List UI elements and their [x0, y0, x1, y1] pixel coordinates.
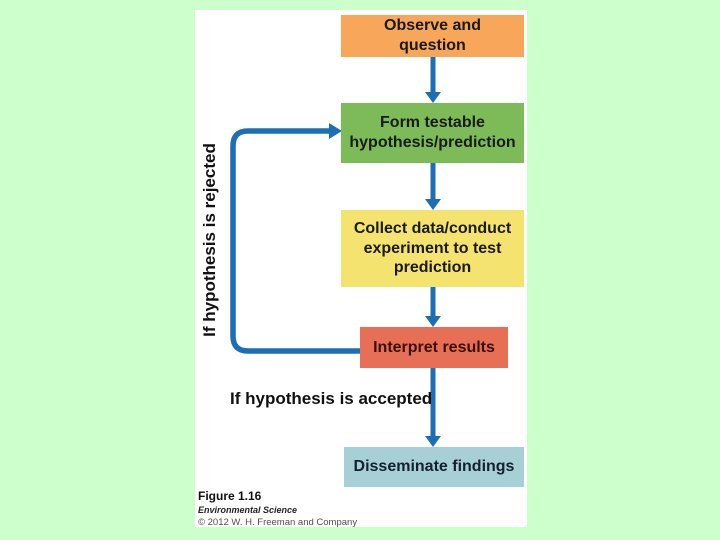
flow-node-form-hypothesis: Form testable hypothesis/prediction [341, 103, 524, 163]
label-hypothesis-accepted: If hypothesis is accepted [230, 389, 433, 408]
flow-node-collect-data: Collect data/conduct experiment to test … [341, 210, 524, 287]
figure-number: Figure 1.16 [198, 489, 262, 503]
flow-node-interpret-results: Interpret results [360, 327, 508, 368]
figure-source-title: Environmental Science [198, 505, 298, 516]
label-hypothesis-rejected: If hypothesis is rejected [200, 143, 219, 337]
flow-node-observe-and-question: Observe and question [341, 15, 524, 57]
figure-caption: Figure 1.16 Environmental Science © 2012… [198, 489, 358, 529]
figure-copyright: © 2012 W. H. Freeman and Company [198, 517, 358, 529]
flow-node-disseminate-findings: Disseminate findings [344, 447, 524, 487]
